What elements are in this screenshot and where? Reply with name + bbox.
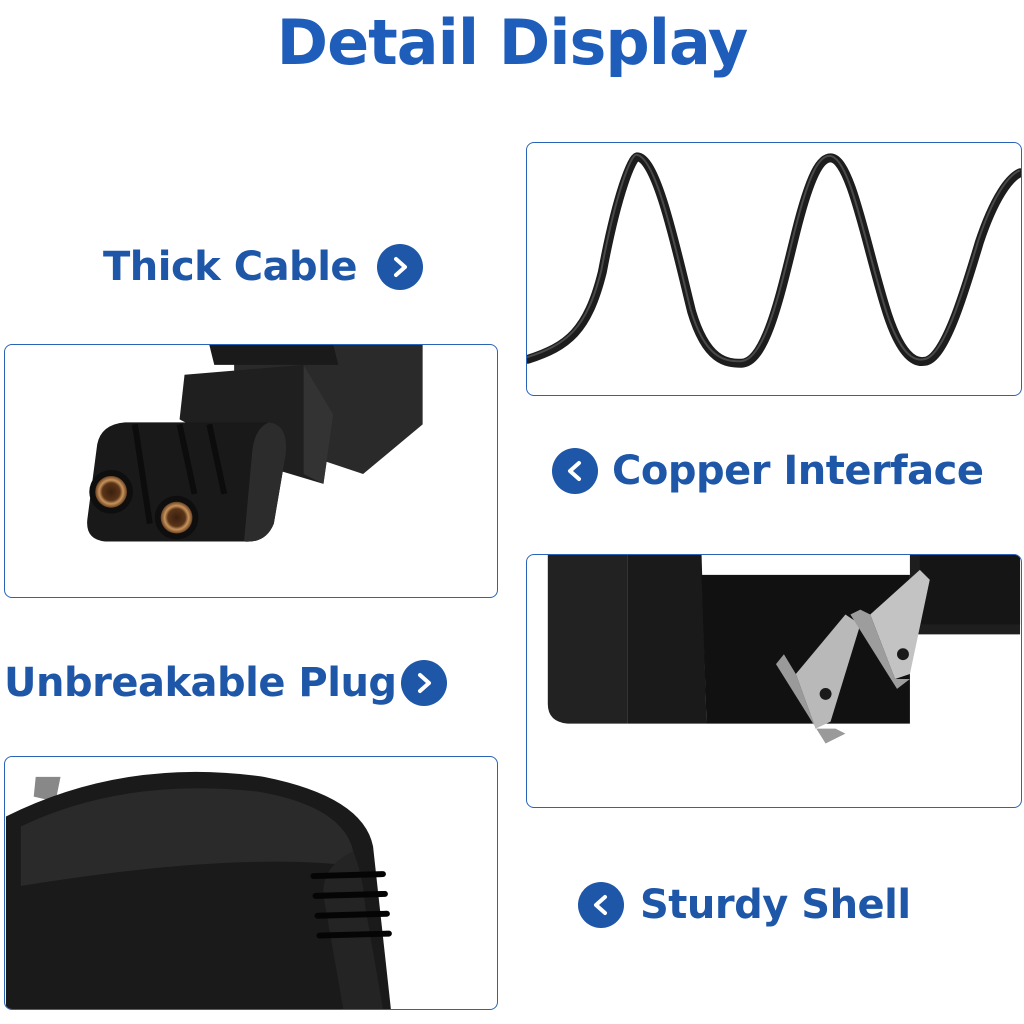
feature-label-text: Copper Interface bbox=[612, 448, 984, 494]
coiled-cable-illustration bbox=[527, 152, 1021, 368]
chevron-right-icon bbox=[400, 660, 447, 706]
chevron-left-icon bbox=[578, 882, 624, 928]
feature-label-text: Unbreakable Plug bbox=[4, 660, 397, 706]
adapter-shell-photo bbox=[4, 756, 498, 1010]
feature-label-copper-interface: Copper Interface bbox=[552, 448, 984, 494]
feature-label-text: Sturdy Shell bbox=[640, 882, 911, 928]
page-title: Detail Display bbox=[276, 6, 749, 79]
feature-label-sturdy-shell: Sturdy Shell bbox=[578, 882, 911, 928]
chevron-left-icon bbox=[552, 448, 598, 494]
copper-connector-illustration bbox=[87, 345, 423, 542]
wall-plug-illustration bbox=[547, 555, 1021, 744]
chevron-right-icon bbox=[377, 244, 424, 290]
adapter-shell-illustration bbox=[5, 771, 392, 1009]
coiled-cable-photo bbox=[526, 142, 1022, 396]
feature-label-unbreakable-plug: Unbreakable Plug bbox=[4, 660, 447, 706]
wall-plug-photo bbox=[526, 554, 1022, 808]
feature-label-thick-cable: Thick Cable bbox=[103, 244, 424, 290]
copper-connector-photo bbox=[4, 344, 498, 598]
feature-label-text: Thick Cable bbox=[103, 244, 358, 290]
